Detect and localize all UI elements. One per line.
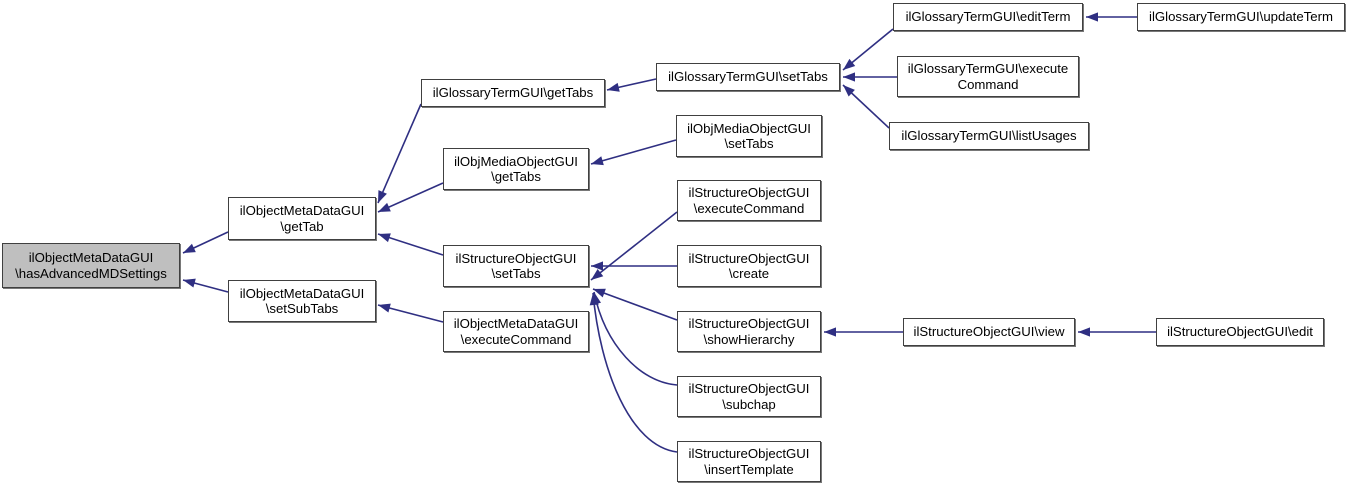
edge-arrowhead <box>589 293 599 306</box>
edge-arrowhead <box>843 58 856 70</box>
graph-node-structureCreate[interactable]: ilStructureObjectGUI \create <box>677 245 821 287</box>
edge-arrowhead <box>1086 12 1098 22</box>
graph-node-structureExecuteCommand[interactable]: ilStructureObjectGUI \executeCommand <box>677 180 821 221</box>
call-edge <box>592 288 678 321</box>
graph-node-label: ilObjectMetaDataGUI \executeCommand <box>453 316 579 347</box>
graph-node-structureSubchap[interactable]: ilStructureObjectGUI \subchap <box>677 376 821 417</box>
graph-node-mediaSetTabs[interactable]: ilObjMediaObjectGUI \setTabs <box>676 115 822 157</box>
graph-node-label: ilStructureObjectGUI \create <box>688 250 810 281</box>
graph-node-label: ilStructureObjectGUI \insertTemplate <box>688 446 810 477</box>
graph-node-setSubTabs[interactable]: ilObjectMetaDataGUI \setSubTabs <box>228 280 376 322</box>
edge-arrowhead <box>591 261 603 271</box>
graph-node-label: ilStructureObjectGUI \setTabs <box>455 250 577 281</box>
graph-node-metaExecuteCommand[interactable]: ilObjectMetaDataGUI \executeCommand <box>443 311 589 352</box>
graph-node-hasAdvancedMDSettings[interactable]: ilObjectMetaDataGUI \hasAdvancedMDSettin… <box>2 243 180 288</box>
graph-node-label: ilGlossaryTermGUI\listUsages <box>901 128 1077 144</box>
graph-node-label: ilStructureObjectGUI \subchap <box>688 381 810 412</box>
graph-node-glossarySetTabs[interactable]: ilGlossaryTermGUI\setTabs <box>656 63 840 91</box>
graph-node-label: ilGlossaryTermGUI\getTabs <box>432 85 594 101</box>
graph-node-label: ilObjMediaObjectGUI \getTabs <box>454 153 578 184</box>
edge-arrowhead <box>183 243 196 253</box>
graph-node-label: ilObjectMetaDataGUI \hasAdvancedMDSettin… <box>15 250 167 281</box>
graph-node-label: ilGlossaryTermGUI\editTerm <box>905 9 1071 25</box>
edge-arrowhead <box>591 156 604 166</box>
call-edge <box>593 291 678 386</box>
call-edge <box>377 103 422 204</box>
graph-node-label: ilGlossaryTermGUI\execute Command <box>907 61 1069 92</box>
graph-node-label: ilStructureObjectGUI\view <box>913 324 1065 340</box>
edge-arrowhead <box>591 268 604 280</box>
graph-node-label: ilGlossaryTermGUI\setTabs <box>668 69 828 85</box>
graph-node-structureShowHierarchy[interactable]: ilStructureObjectGUI \showHierarchy <box>677 311 821 352</box>
edge-arrowhead <box>378 190 387 203</box>
call-edge <box>590 211 678 281</box>
edge-arrowhead <box>378 233 391 243</box>
graph-node-glossaryGetTabs[interactable]: ilGlossaryTermGUI\getTabs <box>421 79 605 107</box>
edge-arrowhead <box>607 82 620 92</box>
graph-node-structureInsertTemplate[interactable]: ilStructureObjectGUI \insertTemplate <box>677 441 821 482</box>
graph-node-structureEdit[interactable]: ilStructureObjectGUI\edit <box>1156 318 1324 346</box>
graph-node-label: ilGlossaryTermGUI\updateTerm <box>1149 9 1333 25</box>
graph-node-structureSetTabs[interactable]: ilStructureObjectGUI \setTabs <box>443 245 589 287</box>
edge-arrowhead <box>824 327 836 337</box>
edge-arrowhead <box>378 202 391 212</box>
graph-node-label: ilObjectMetaDataGUI \setSubTabs <box>239 285 365 316</box>
graph-node-label: ilObjectMetaDataGUI \getTab <box>239 203 365 234</box>
graph-node-glossaryEditTerm[interactable]: ilGlossaryTermGUI\editTerm <box>893 3 1083 31</box>
graph-node-mediaGetTabs[interactable]: ilObjMediaObjectGUI \getTabs <box>443 148 589 190</box>
graph-node-label: ilStructureObjectGUI \showHierarchy <box>688 316 810 347</box>
call-edge <box>592 292 678 453</box>
graph-node-glossaryUpdateTerm[interactable]: ilGlossaryTermGUI\updateTerm <box>1137 3 1345 31</box>
graph-node-label: ilStructureObjectGUI\edit <box>1167 324 1313 340</box>
edge-arrowhead <box>183 278 196 288</box>
call-edge <box>590 139 677 165</box>
edge-arrowhead <box>593 288 606 298</box>
edge-arrowhead <box>1078 327 1090 337</box>
edge-arrowhead <box>843 72 855 82</box>
graph-node-label: ilStructureObjectGUI \executeCommand <box>688 185 810 216</box>
graph-node-glossaryListUsages[interactable]: ilGlossaryTermGUI\listUsages <box>889 122 1089 150</box>
edge-arrowhead <box>843 85 855 97</box>
graph-node-structureView[interactable]: ilStructureObjectGUI\view <box>903 318 1075 346</box>
graph-node-label: ilObjMediaObjectGUI \setTabs <box>687 120 811 151</box>
edge-arrowhead <box>378 303 391 313</box>
graph-node-getTab[interactable]: ilObjectMetaDataGUI \getTab <box>228 197 376 240</box>
graph-node-glossaryExecuteCommand[interactable]: ilGlossaryTermGUI\execute Command <box>897 56 1079 97</box>
